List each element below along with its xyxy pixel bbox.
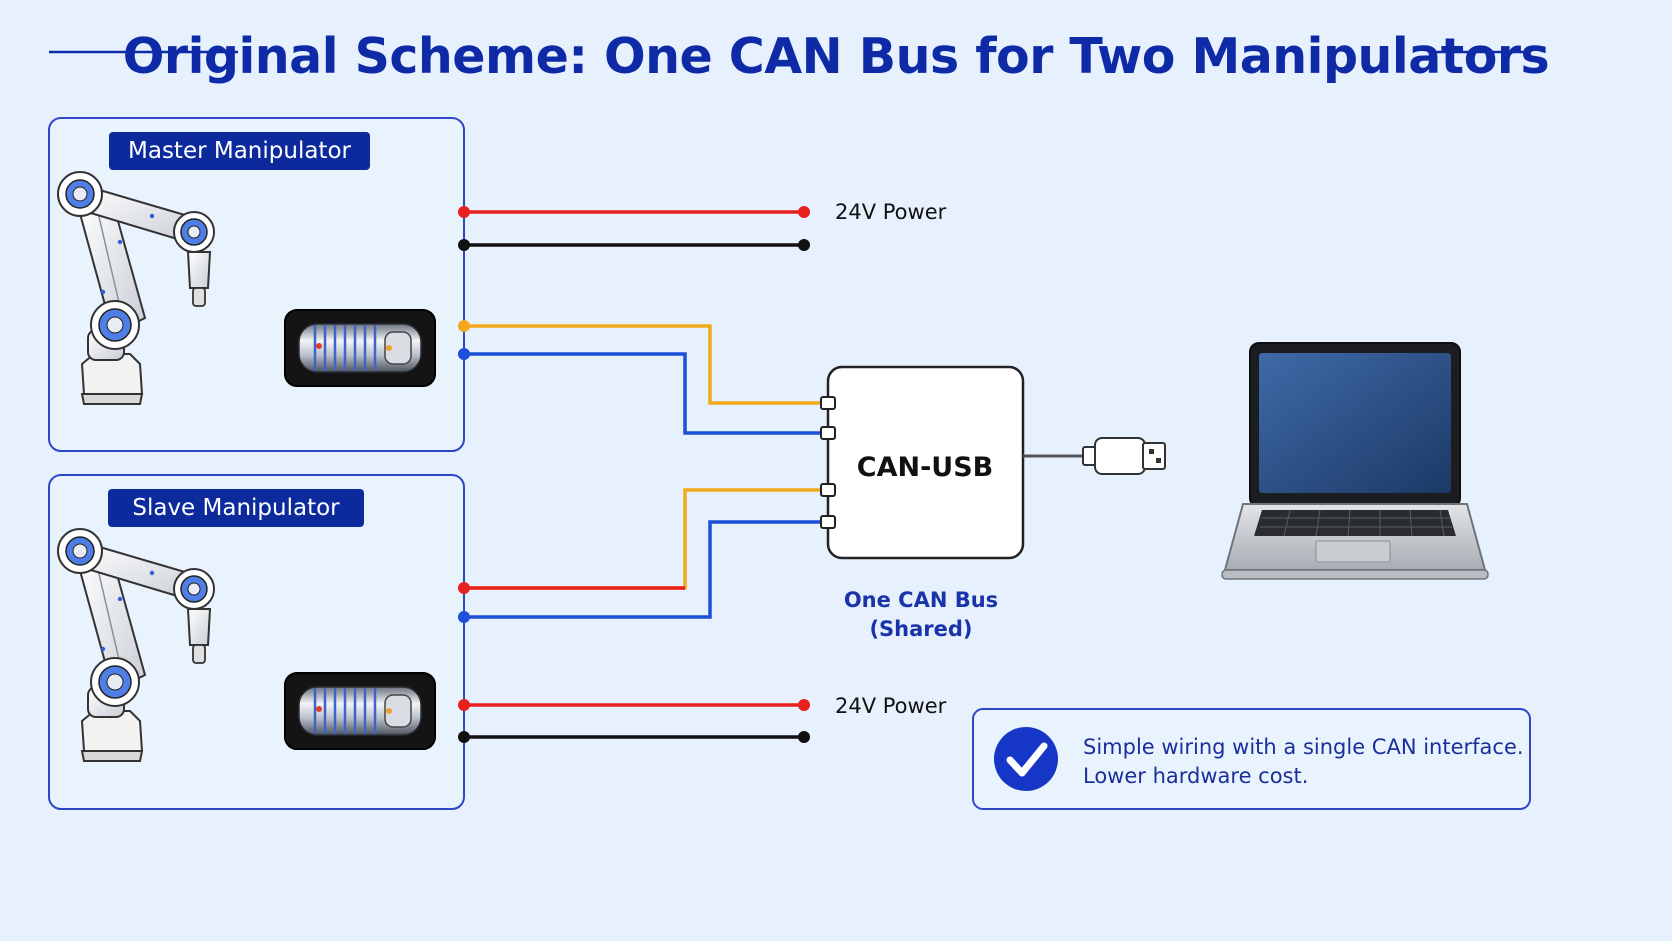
master-power-label: 24V Power: [835, 200, 947, 224]
slave-can-low-wire: [464, 520, 822, 619]
adapter-port-3: [820, 483, 836, 497]
benefit-line1: Simple wiring with a single CAN interfac…: [1083, 735, 1524, 759]
can-usb-adapter-box: [826, 365, 1025, 560]
page-title: Original Scheme: One CAN Bus for Two Man…: [122, 28, 1550, 85]
master-power-node-right: [798, 206, 810, 218]
can-usb-label: CAN-USB: [856, 452, 994, 483]
slave-manipulator-label: Slave Manipulator: [108, 489, 364, 527]
slave-ground-node-left: [458, 731, 470, 743]
usb-plug-icon: [1023, 437, 1166, 475]
master-can-high-node: [458, 320, 470, 332]
adapter-port-1: [820, 396, 836, 410]
master-can-high-wire: [464, 324, 822, 405]
slave-can-low-node: [458, 611, 470, 623]
master-can-low-node: [458, 348, 470, 360]
adapter-port-4: [820, 515, 836, 529]
bus-label-line1: One CAN Bus: [843, 588, 999, 612]
laptop-icon: [1221, 342, 1489, 580]
slave-power-label: 24V Power: [835, 694, 947, 718]
master-can-low-wire: [464, 352, 822, 435]
master-power-node-left: [458, 206, 470, 218]
bus-label-line2: (Shared): [869, 617, 973, 641]
master-manipulator-label: Master Manipulator: [109, 132, 370, 170]
benefit-box: [972, 708, 1531, 810]
master-ground-node-left: [458, 239, 470, 251]
slave-can-connector-icon: [283, 671, 437, 751]
benefit-line2: Lower hardware cost.: [1083, 764, 1309, 788]
checkmark-icon: [994, 727, 1058, 791]
slave-power-node-left: [458, 699, 470, 711]
slave-can-high-node: [458, 582, 470, 594]
adapter-port-2: [820, 426, 836, 440]
master-can-connector-icon: [283, 308, 437, 388]
master-ground-node-right: [798, 239, 810, 251]
slave-can-high-wire: [464, 488, 822, 590]
slave-ground-node-right: [798, 731, 810, 743]
slave-power-node-right: [798, 699, 810, 711]
